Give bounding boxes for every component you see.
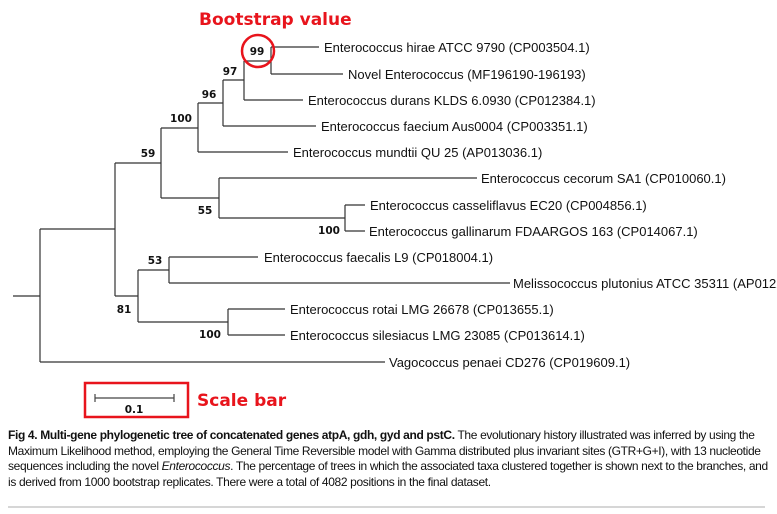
bootstrap-value: 53 [148,255,163,267]
taxon-label: Enterococcus faecalis L9 (CP018004.1) [264,250,493,265]
scale-bar-highlight-box [83,381,190,419]
bootstrap-highlight-circle [240,33,276,69]
bootstrap-value: 99 [250,46,265,58]
bootstrap-value: 100 [318,225,340,237]
taxon-label: Enterococcus gallinarum FDAARGOS 163 (CP… [369,224,698,239]
bootstrap-value: 97 [223,66,238,78]
taxon-label: Enterococcus silesiacus LMG 23085 (CP013… [290,328,585,343]
caption-italic-genus: Enterococcus [161,459,231,473]
taxon-label: Enterococcus cecorum SA1 (CP010060.1) [481,171,726,186]
bootstrap-value: 100 [199,329,221,341]
taxon-label: Enterococcus mundtii QU 25 (AP013036.1) [293,145,542,160]
scale-bar-annotation: Scale bar [197,391,287,411]
bootstrap-value: 100 [170,113,192,125]
taxon-label: Vagococcus penaei CD276 (CP019609.1) [389,355,630,370]
taxon-label: Enterococcus casseliflavus EC20 (CP00485… [370,198,647,213]
scale-bar [94,394,175,402]
taxon-label: Novel Enterococcus (MF196190-196193) [348,67,586,82]
caption-text-1: The evolutionary history illustrated was… [8,428,761,473]
bootstrap-value: 96 [202,89,217,101]
taxon-label: Melissococcus plutonius ATCC 35311 (AP01… [513,276,777,291]
taxon-label: Enterococcus durans KLDS 6.0930 (CP01238… [308,93,596,108]
caption-title: Fig 4. Multi-gene phylogenetic tree of c… [8,428,455,442]
taxon-label: Enterococcus faecium Aus0004 (CP003351.1… [321,119,588,134]
bootstrap-value: 55 [198,205,213,217]
caption-divider [8,506,765,508]
taxon-label: Enterococcus rotai LMG 26678 (CP013655.1… [290,302,554,317]
bootstrap-value-annotation: Bootstrap value [199,10,352,30]
bootstrap-value: 59 [141,148,156,160]
phylogenetic-tree: Enterococcus hirae ATCC 9790 (CP003504.1… [13,10,777,419]
scale-bar-value: 0.1 [125,404,144,416]
caption-text-2: . The percentage of trees in which the a… [8,459,768,489]
bootstrap-value: 81 [117,304,132,316]
figure-caption: Fig 4. Multi-gene phylogenetic tree of c… [8,428,770,490]
taxon-label: Enterococcus hirae ATCC 9790 (CP003504.1… [324,40,590,55]
